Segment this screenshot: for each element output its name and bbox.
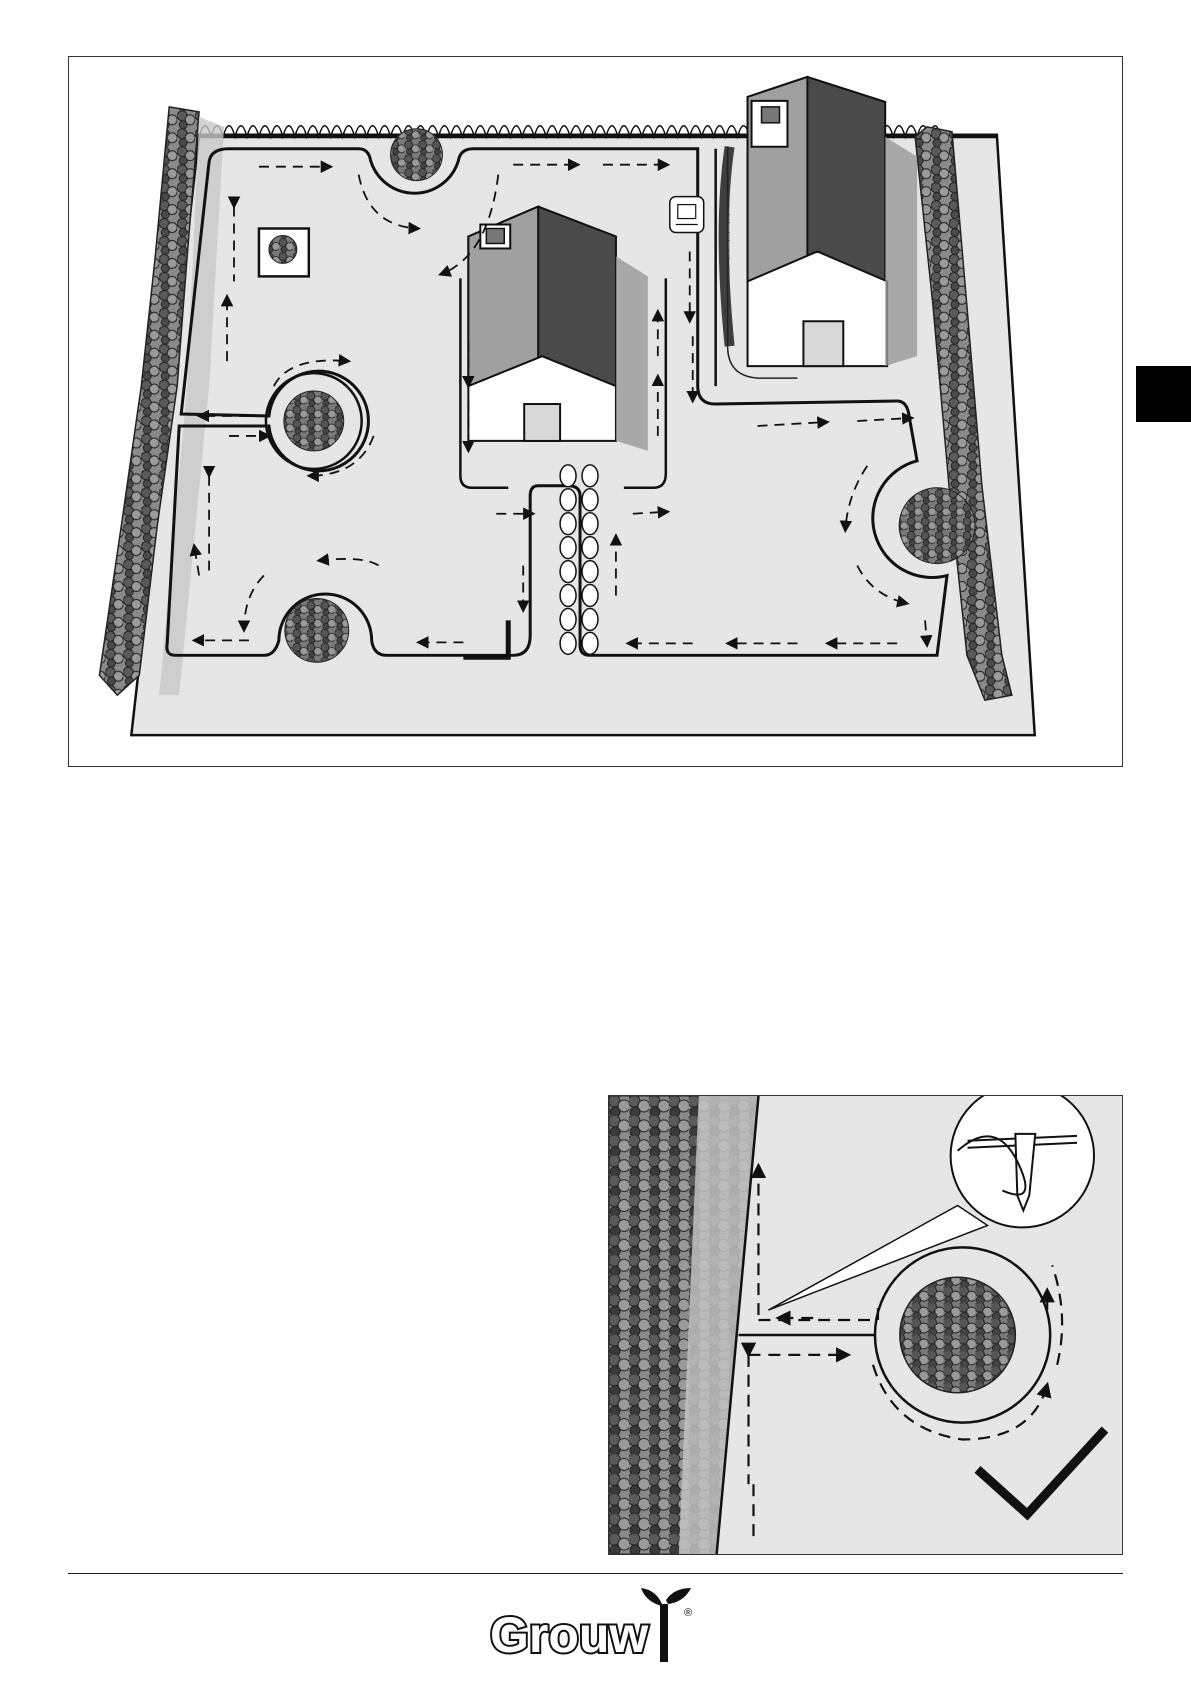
wire-detail-illustration [609,1096,1122,1554]
shrub-right [899,488,975,564]
footer-divider [68,1573,1123,1574]
brand-logo: Grouw ® [486,1586,706,1666]
shrub-center-left [284,391,344,451]
registered-mark: ® [684,1607,692,1619]
garden-layout-figure [68,56,1123,767]
robot-mower-icon [670,197,704,233]
shrub-icon [900,1277,1015,1392]
shrub-bottom [285,598,349,662]
brand-name: Grouw [490,1607,648,1663]
section-tab-marker [1136,366,1191,422]
house-right [724,77,917,378]
shrub-top [391,129,443,181]
garden-layout-illustration [69,57,1122,766]
wire-detail-figure [608,1095,1123,1555]
